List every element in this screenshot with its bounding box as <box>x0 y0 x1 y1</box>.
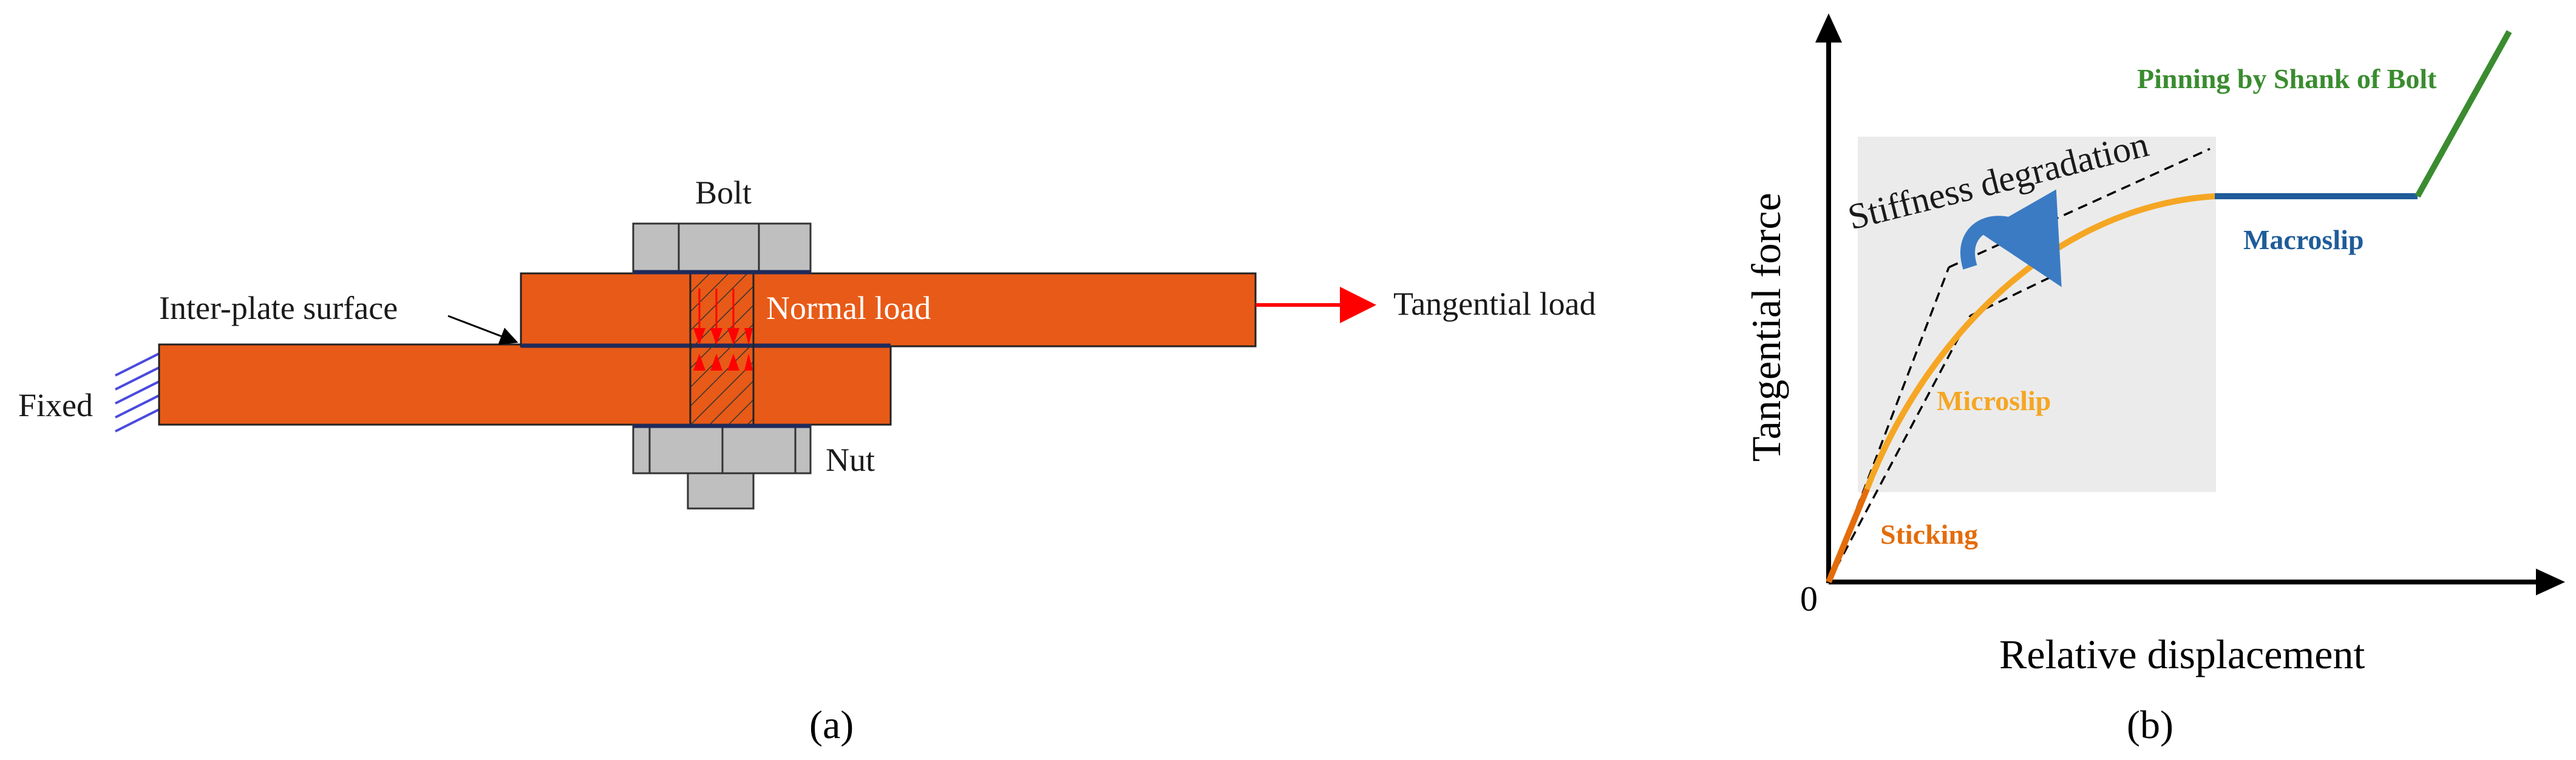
region-label-macroslip: Macroslip <box>2243 224 2364 255</box>
x-axis-arrowhead <box>2536 569 2565 595</box>
nut <box>632 423 812 510</box>
microslip-curve <box>1864 193 2215 490</box>
fixed-support-hatch <box>115 352 160 433</box>
y-axis-arrowhead <box>1815 13 1842 43</box>
fixed-label: Fixed <box>18 387 93 423</box>
region-label-sticking: Sticking <box>1880 519 1978 550</box>
x-axis-label: Relative displacement <box>1999 631 2365 677</box>
bolt-head <box>632 222 812 275</box>
stiffness-degradation-arrow <box>1960 189 2062 287</box>
figure-b-hysteresis-schematic: Stiffness degradation Tangential force R… <box>1743 13 2565 747</box>
inter-plate-pointer <box>447 315 518 345</box>
normal-load-label: Normal load <box>766 290 931 326</box>
origin-label: 0 <box>1800 579 1818 618</box>
caption-b: (b) <box>2127 703 2173 747</box>
lower-plate <box>158 343 892 426</box>
y-axis-label: Tangential force <box>1743 193 1789 462</box>
tangential-load-label: Tangential load <box>1393 286 1596 322</box>
bolt-shank <box>689 272 755 426</box>
bolt-label: Bolt <box>695 174 752 211</box>
inter-plate-surface-label: Inter-plate surface <box>159 290 398 326</box>
region-label-microslip: Microslip <box>1937 385 2051 416</box>
upper-plate <box>520 272 1257 347</box>
caption-a: (a) <box>809 703 854 747</box>
region-label-pinning: Pinning by Shank of Bolt <box>2137 63 2437 94</box>
normal-load-arrows <box>693 289 753 371</box>
sticking-curve <box>1826 488 1870 583</box>
figure-a-bolted-joint: Bolt Nut Fixed Inter-plate surface Norma… <box>18 174 1596 747</box>
nut-label: Nut <box>826 442 875 478</box>
pinning-line <box>2415 30 2512 198</box>
